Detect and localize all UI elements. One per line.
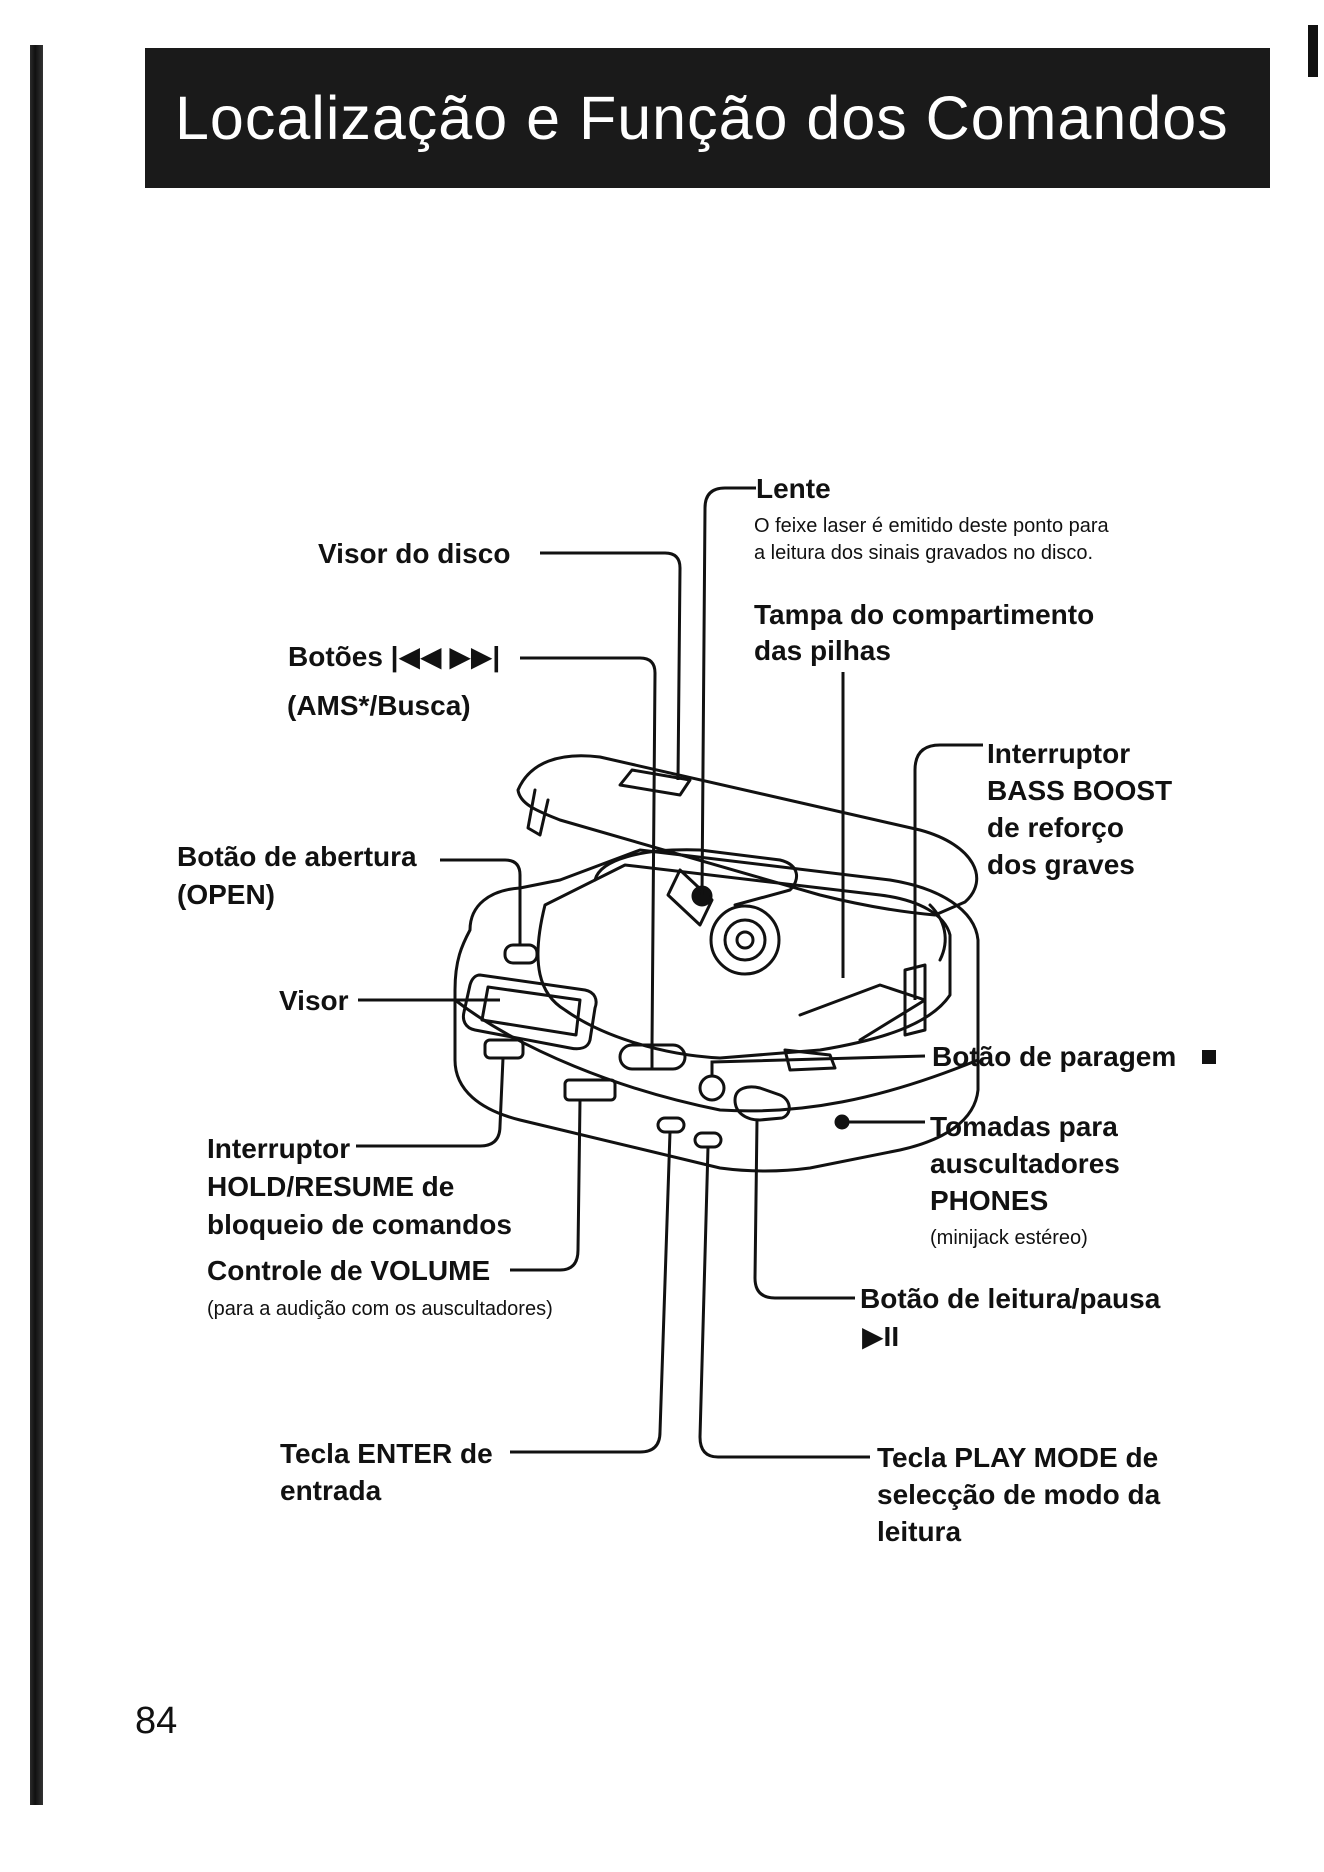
player-body [453, 848, 980, 1173]
label-leitura-1: Botão de leitura/pausa [860, 1283, 1161, 1314]
page-title: Localização e Função dos Comandos [145, 48, 1270, 188]
open-button [503, 943, 539, 965]
label-bass-1: Interruptor [987, 738, 1131, 769]
label-tomadas-4: (minijack estéreo) [930, 1227, 1088, 1249]
label-tomadas-3: PHONES [930, 1185, 1049, 1216]
label-paragem: Botão de paragem [932, 1038, 1217, 1075]
label-bass-2: BASS BOOST [987, 775, 1173, 806]
display-window [461, 973, 598, 1051]
label-tampa-2: das pilhas [754, 635, 891, 666]
label-hold-3: bloqueio de comandos [207, 1209, 512, 1240]
label-paragem-text: Botão de paragem [932, 1041, 1177, 1072]
label-enter-1: Tecla ENTER de [280, 1438, 493, 1469]
page-title-text: Localização e Função dos Comandos [175, 84, 1229, 152]
disc-spindle [709, 904, 781, 976]
label-abertura-2: (OPEN) [177, 879, 275, 910]
stop-button [698, 1074, 726, 1102]
hold-switch [483, 1038, 525, 1060]
label-playmode-1: Tecla PLAY MODE de [877, 1442, 1159, 1473]
label-leitura-2: ▶II [862, 1321, 900, 1352]
label-botoes-1: Botões |◀◀ ▶▶| [288, 641, 501, 672]
label-volume-2: (para a audição com os auscultadores) [207, 1298, 553, 1320]
label-lente-desc-1: O feixe laser é emitido deste ponto para [754, 515, 1109, 537]
label-volume-1: Controle de VOLUME [207, 1255, 491, 1286]
label-tampa-1: Tampa do compartimento [754, 599, 1095, 630]
label-tomadas-1: Tomadas para [930, 1111, 1118, 1142]
label-bass-3: de reforço [987, 812, 1124, 843]
label-bass-4: dos graves [987, 849, 1135, 880]
label-visor-do-disco: Visor do disco [318, 538, 511, 569]
label-visor: Visor [279, 985, 349, 1016]
label-abertura-1: Botão de abertura [177, 841, 417, 872]
label-botoes-2: (AMS*/Busca) [287, 690, 471, 721]
play-mode-key [693, 1131, 723, 1149]
stop-square-icon [1202, 1050, 1217, 1064]
page-binding-edge [30, 45, 43, 1805]
label-tomadas-2: auscultadores [930, 1148, 1120, 1179]
label-lente: Lente [756, 473, 831, 504]
label-hold-2: HOLD/RESUME de [207, 1171, 455, 1202]
label-enter-2: entrada [280, 1475, 382, 1506]
label-playmode-2: selecção de modo da [877, 1479, 1161, 1510]
label-lente-desc-2: a leitura dos sinais gravados no disco. [754, 542, 1094, 564]
enter-key [656, 1116, 686, 1134]
page-number: 84 [135, 1700, 178, 1742]
label-hold-1: Interruptor [207, 1133, 351, 1164]
label-playmode-3: leitura [877, 1516, 962, 1547]
disc-lid [516, 754, 979, 917]
play-pause-button [733, 1085, 791, 1122]
volume-wheel [563, 1078, 617, 1102]
page-edge-mark [1308, 25, 1318, 77]
bass-boost-switch [903, 963, 927, 1037]
